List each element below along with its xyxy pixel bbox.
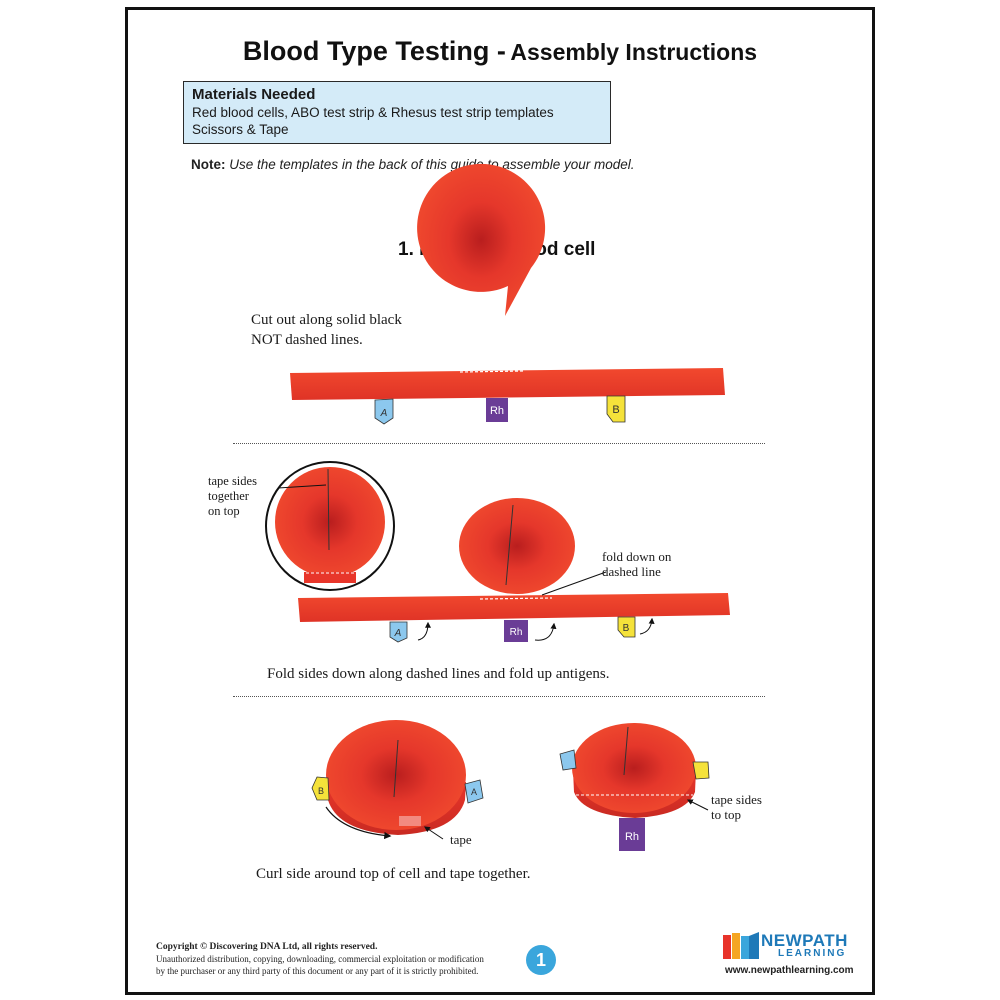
curl-caption: Curl side around top of cell and tape to… — [256, 866, 531, 882]
right-antigen-rh — [619, 818, 645, 851]
fold-illustration — [265, 461, 730, 643]
tape-label: tape — [450, 832, 472, 847]
fold-antigen-b — [617, 616, 636, 638]
magnified-strip — [304, 572, 356, 583]
antigen-rh-tab — [486, 398, 508, 422]
section-divider-1 — [233, 443, 765, 444]
right-antigen-a — [559, 749, 577, 771]
antigen-a-label: A — [380, 408, 388, 419]
curl-arrow — [325, 806, 392, 840]
tape-pointer — [424, 826, 444, 840]
legal-line-1: Unauthorized distribution, copying, down… — [156, 954, 484, 964]
website-url: www.newpathlearning.com — [725, 965, 854, 976]
instruction-page: Blood Type Testing - Assembly Instructio… — [125, 7, 875, 995]
title-sub: Assembly Instructions — [510, 39, 758, 65]
tape-sides-line-1: tape sides — [208, 474, 257, 488]
fold-caption: Fold sides down along dashed lines and f… — [267, 666, 610, 682]
left-antigen-b-label: B — [318, 786, 324, 796]
materials-box: Materials Needed Red blood cells, ABO te… — [183, 81, 611, 144]
cut-text-line-2: NOT dashed lines. — [251, 332, 363, 348]
antigen-rh-label: Rh — [490, 405, 504, 417]
cell-cutout — [417, 163, 546, 316]
legal-line-2: by the purchaser or any third party of t… — [156, 966, 479, 976]
fold-down-label: fold down on dashed line — [602, 549, 671, 579]
materials-heading: Materials Needed — [192, 86, 316, 103]
cut-text-line-1: Cut out along solid black — [251, 312, 402, 328]
fold-dashed-line — [459, 370, 526, 373]
tape-top-line-2: to top — [711, 807, 741, 822]
section-divider-2 — [233, 696, 765, 697]
fold-down-line-1: fold down on — [602, 549, 672, 564]
fold-arrow-a — [417, 621, 431, 641]
fold-down-leader — [541, 571, 607, 596]
left-antigen-a — [464, 779, 484, 804]
materials-line-2: Scissors & Tape — [192, 122, 289, 137]
materials-line-1: Red blood cells, ABO test strip & Rhesus… — [192, 105, 554, 120]
copyright-line: Copyright © Discovering DNA Ltd, all rig… — [156, 942, 378, 952]
logo-sub: LEARNING — [778, 948, 847, 959]
left-antigen-b — [311, 776, 330, 801]
page-title: Blood Type Testing - Assembly Instructio… — [128, 36, 872, 67]
tape-patch — [399, 816, 421, 826]
tape-sides-line-2: together — [208, 489, 249, 503]
right-antigen-b — [692, 761, 710, 780]
fold-arrow-rh — [534, 622, 557, 641]
curl-illustration-left — [311, 720, 484, 840]
page-number-badge: 1 — [526, 945, 556, 975]
fold-antigen-b-label: B — [623, 623, 630, 634]
title-main: Blood Type Testing - — [242, 36, 506, 66]
fold-down-line-2: dashed line — [602, 564, 661, 579]
fold-arrow-b — [639, 617, 655, 635]
fold-antigen-rh-label: Rh — [510, 627, 523, 638]
tape-sides-label: tape sides together on top — [208, 474, 257, 519]
note-text: Use the templates in the back of this gu… — [229, 157, 635, 172]
tape-top-line-1: tape sides — [711, 792, 762, 807]
right-cell-top — [572, 723, 696, 813]
left-antigen-a-label: A — [471, 787, 477, 797]
tape-sides-line-3: on top — [208, 504, 240, 518]
fold-strip — [298, 593, 730, 622]
newpath-logo-icon — [723, 932, 759, 959]
fold-antigen-rh — [504, 620, 528, 642]
antigen-b-label: B — [612, 404, 619, 416]
tape-top-label: tape sides to top — [711, 792, 762, 822]
right-antigen-rh-label: Rh — [625, 831, 639, 843]
tape-top-pointer — [686, 799, 709, 811]
antigen-b-tab — [606, 395, 626, 423]
magnified-cell — [275, 467, 385, 577]
assembly-illustration: A Rh B A Rh B B A Rh — [265, 163, 730, 851]
curl-illustration-right — [559, 723, 710, 851]
logo-name: NEWPATH — [761, 931, 848, 950]
fold-antigen-a-label: A — [394, 628, 402, 639]
cut-instructions: Cut out along solid black NOT dashed lin… — [251, 310, 402, 350]
test-strip — [290, 368, 725, 400]
tape-sides-leader — [277, 484, 327, 489]
flat-template — [290, 163, 725, 425]
antigen-a-tab — [374, 398, 394, 425]
note: Note: Use the templates in the back of t… — [191, 157, 634, 172]
footer-copyright: Copyright © Discovering DNA Ltd, all rig… — [156, 941, 484, 977]
fold-antigen-a — [389, 621, 408, 643]
folded-cell — [459, 498, 575, 594]
note-label: Note: — [191, 157, 226, 172]
